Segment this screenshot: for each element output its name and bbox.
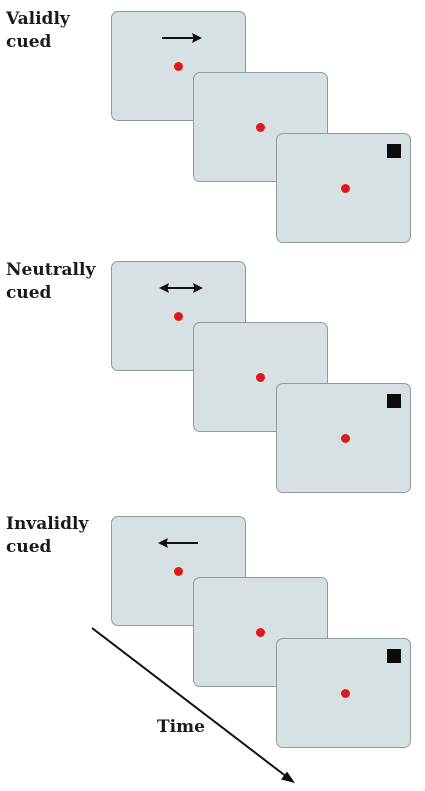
- fixation-dot: [256, 373, 265, 382]
- fixation-dot: [174, 567, 183, 576]
- target-square: [387, 649, 401, 663]
- condition-label-invalid: Invalidly cued: [6, 514, 89, 557]
- condition-label-valid: Validly cued: [6, 9, 70, 52]
- double-arrow-icon: [159, 283, 203, 293]
- fixation-dot: [256, 628, 265, 637]
- condition-label-neutral: Neutrally cued: [6, 260, 96, 303]
- right-arrow-icon: [162, 33, 202, 43]
- fixation-dot: [174, 62, 183, 71]
- fixation-dot: [174, 312, 183, 321]
- target-screen-invalid: [276, 638, 411, 748]
- left-arrow-icon: [158, 538, 198, 548]
- fixation-dot: [256, 123, 265, 132]
- target-square: [387, 394, 401, 408]
- fixation-dot: [341, 184, 350, 193]
- time-label: Time: [157, 717, 205, 737]
- fixation-dot: [341, 434, 350, 443]
- target-square: [387, 144, 401, 158]
- target-screen-valid: [276, 133, 411, 243]
- fixation-dot: [341, 689, 350, 698]
- target-screen-neutral: [276, 383, 411, 493]
